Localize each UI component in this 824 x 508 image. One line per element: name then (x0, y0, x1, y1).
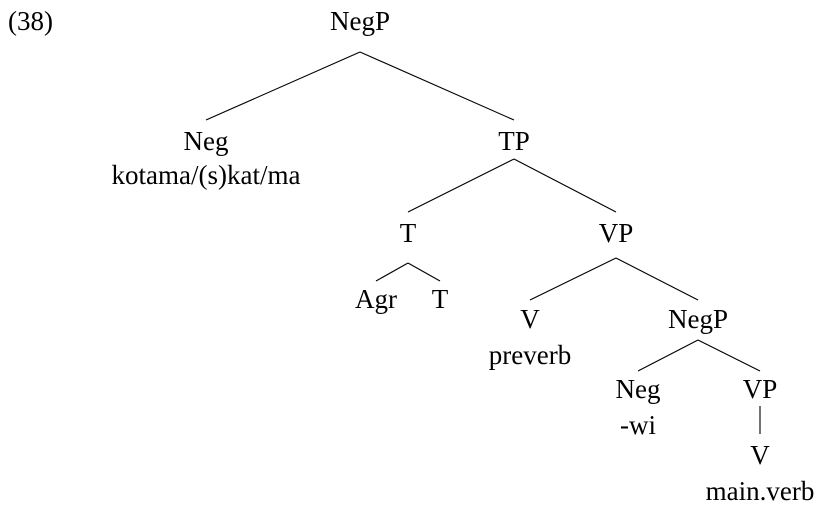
edge-vp-v (529, 257, 617, 301)
edge-negp2-vp (697, 339, 761, 372)
node-v-lower: V (750, 440, 770, 470)
node-v-word: preverb (488, 340, 572, 370)
edge-negp2-neg (637, 339, 699, 372)
node-vp: VP (598, 218, 634, 248)
edge-negp-neg (205, 51, 361, 121)
edge-negp-tp (359, 51, 515, 121)
node-vp-lower: VP (742, 374, 778, 404)
node-neg-lower-word: -wi (620, 410, 656, 440)
node-negp-root: NegP (330, 6, 390, 36)
node-t-low: T (431, 284, 449, 314)
node-v: V (520, 304, 540, 334)
edge-tp-t (407, 158, 515, 213)
edge-vp-negp (615, 257, 699, 301)
edge-tp-vp (513, 158, 617, 213)
node-tp: TP (498, 126, 530, 156)
node-negp-lower: NegP (668, 304, 728, 334)
node-neg-word: kotama/(s)kat/ma (111, 160, 301, 190)
example-number: (38) (8, 6, 53, 36)
node-t: T (399, 218, 417, 248)
node-neg: Neg (183, 126, 229, 156)
node-agr: Agr (355, 284, 397, 314)
node-neg-lower: Neg (615, 374, 661, 404)
node-v-lower-word: main.verb (705, 476, 815, 506)
edge-t-agr (375, 262, 409, 282)
edge-t-t (407, 262, 441, 282)
